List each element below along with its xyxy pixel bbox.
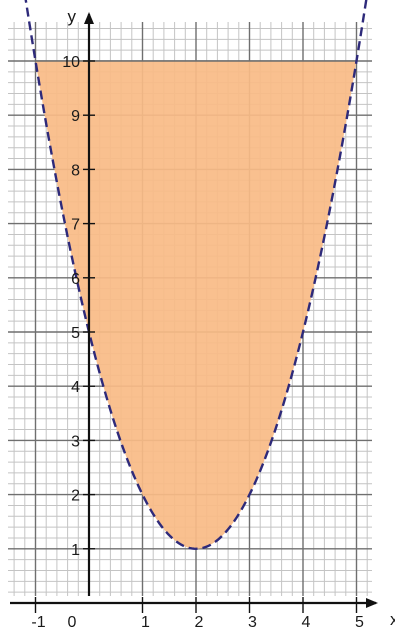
y-tick-label: 8 bbox=[71, 162, 80, 179]
x-tick-label: 5 bbox=[355, 614, 364, 631]
x-axis-label: x bbox=[390, 610, 395, 629]
parabola-curve bbox=[24, 0, 368, 551]
y-tick-label: 10 bbox=[62, 54, 80, 71]
y-axis-label: y bbox=[68, 7, 77, 26]
y-tick-label: 1 bbox=[71, 542, 80, 559]
x-axis-arrow bbox=[366, 598, 378, 608]
x-tick-label: 3 bbox=[248, 614, 257, 631]
axes bbox=[10, 12, 378, 613]
x-tick-label: 2 bbox=[195, 614, 204, 631]
y-tick-label: 6 bbox=[71, 271, 80, 288]
x-tick-label: 0 bbox=[68, 614, 77, 631]
y-tick-label: 3 bbox=[71, 433, 80, 450]
x-tick-label: -1 bbox=[31, 614, 45, 631]
y-tick-label: 7 bbox=[71, 217, 80, 234]
x-tick-label: 4 bbox=[302, 614, 311, 631]
y-tick-label: 4 bbox=[71, 379, 80, 396]
x-tick-label: 1 bbox=[141, 614, 150, 631]
y-tick-label: 2 bbox=[71, 488, 80, 505]
y-tick-label: 9 bbox=[71, 108, 80, 125]
y-axis-arrow bbox=[84, 12, 94, 24]
y-tick-label: 5 bbox=[71, 325, 80, 342]
tick-labels: -1 0 1 2 3 4 5 1 2 3 4 5 6 7 8 9 10 y x bbox=[31, 7, 395, 631]
curve-layer bbox=[24, 0, 368, 551]
